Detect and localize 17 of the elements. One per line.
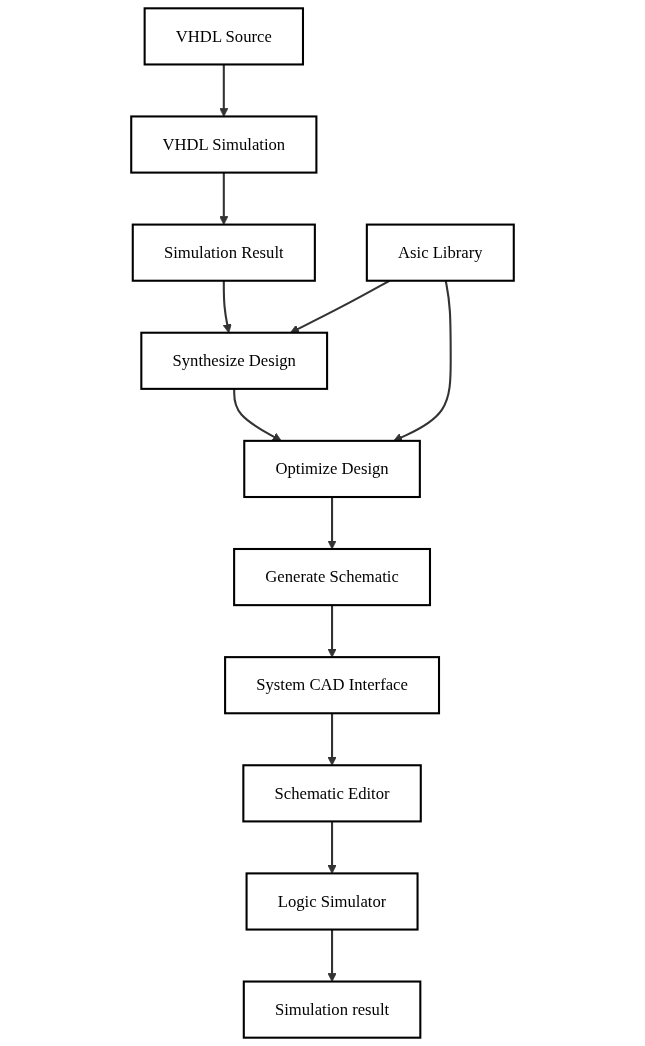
arrow (327, 713, 337, 766)
node-box: Simulation result (242, 980, 422, 1039)
node-box: Schematic Editor (242, 764, 422, 823)
arrow (327, 929, 337, 982)
node-box: VHDL Source (143, 7, 305, 66)
arrow (219, 172, 229, 225)
node-box: Asic Library (365, 223, 515, 282)
node-box: Synthesize Design (140, 331, 329, 390)
node-box: Simulation Result (131, 223, 316, 282)
arrow (327, 821, 337, 874)
arrow (219, 64, 229, 117)
node-box: Optimize Design (243, 439, 421, 499)
node-box: VHDL Simulation (130, 115, 318, 174)
node-box: Generate Schematic (233, 547, 432, 607)
node-box: System CAD Interface (224, 656, 441, 715)
node-box: Logic Simulator (245, 872, 419, 931)
arrow (327, 605, 337, 658)
